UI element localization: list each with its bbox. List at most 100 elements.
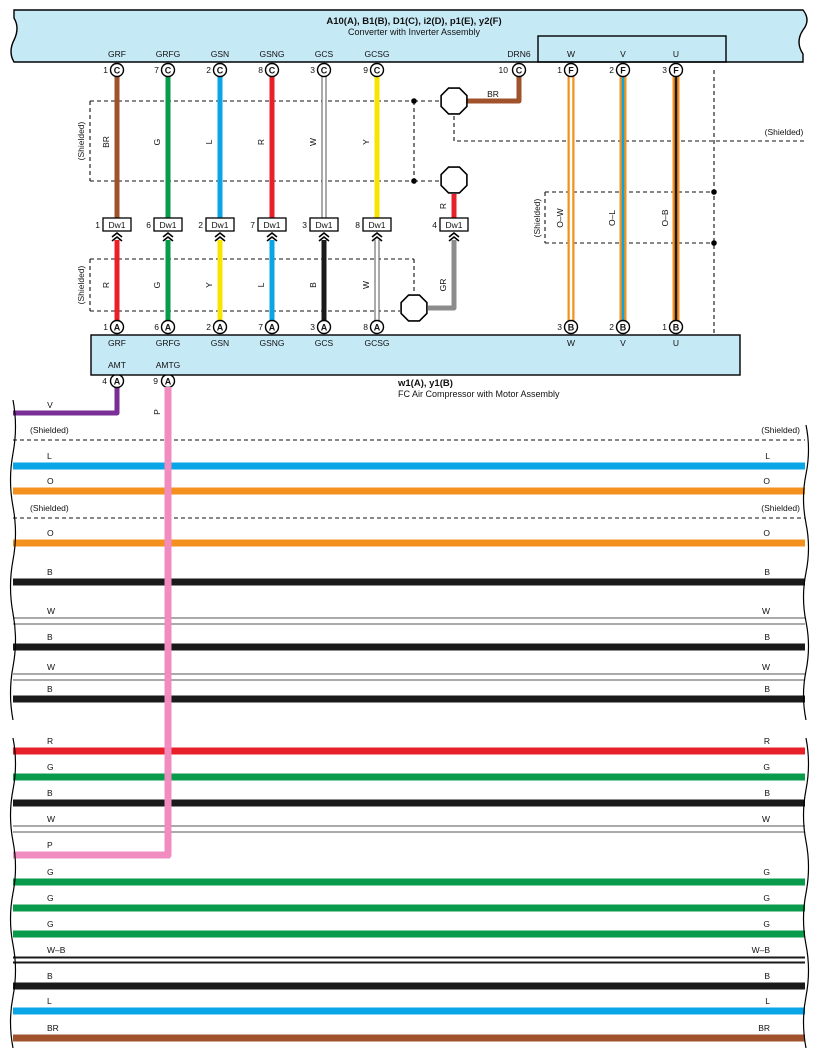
bus-label-left: (Shielded): [30, 503, 69, 513]
pin-circle: [316, 62, 332, 78]
compressor-name: FC Air Compressor with Motor Assembly: [398, 389, 560, 399]
pin-circle-letter: C: [114, 65, 121, 75]
bus-label-right: G: [763, 762, 770, 772]
bus-label-left: B: [47, 971, 53, 981]
pin-circle-letter: A: [374, 322, 381, 332]
pin-number: 2: [609, 65, 614, 75]
wire-color-label: V: [47, 400, 53, 410]
bus-label-left: G: [47, 919, 54, 929]
wire-color-label: R: [101, 282, 111, 288]
pin-circle-letter: C: [374, 65, 381, 75]
pin-circle: [563, 62, 579, 78]
chevron: [111, 231, 123, 238]
bottom-component-group: w1(A), y1(B)FC Air Compressor with Motor…: [90, 334, 741, 399]
bus-label-right: W: [762, 662, 770, 672]
terminal-label: GSN: [211, 338, 229, 348]
terminal-label: GRF: [108, 338, 126, 348]
pin-number: 8: [258, 65, 263, 75]
pin-circle: [369, 62, 385, 78]
compressor-box: [90, 334, 741, 376]
amt-wire: [13, 387, 120, 416]
bus-label-right: B: [764, 632, 770, 642]
ground-point: [440, 87, 468, 115]
pin-circle-letter: B: [568, 322, 575, 332]
pin-number: 8: [363, 322, 368, 332]
wire-color-label: Y: [361, 139, 371, 145]
break-mark-left: [9, 399, 17, 721]
drain-wire-lower: [428, 240, 457, 311]
terminal-label: GSN: [211, 49, 229, 59]
terminal-label: GRF: [108, 49, 126, 59]
amtg-wire: [13, 387, 172, 859]
shield-label: (Shielded): [532, 198, 542, 237]
chevron: [448, 235, 460, 242]
wire-color-label: O–L: [607, 210, 617, 226]
terminal-label: W: [567, 338, 575, 348]
pin-number: 3: [302, 220, 307, 230]
chevron: [371, 235, 383, 242]
pin-circle: [160, 319, 176, 335]
terminal-label: AMT: [108, 360, 126, 370]
pin-number: 3: [310, 322, 315, 332]
pin-number: 7: [250, 220, 255, 230]
terminal-label: U: [673, 49, 679, 59]
converter-box: [10, 9, 808, 63]
bus-label-right: O: [763, 476, 770, 486]
terminal-label: GCSG: [364, 49, 389, 59]
pin-number: 1: [103, 65, 108, 75]
bus-label-right: L: [765, 451, 770, 461]
pin-circle-letter: C: [217, 65, 224, 75]
bus-label-right: B: [764, 567, 770, 577]
bus-label-right: G: [763, 919, 770, 929]
pin-circle-letter: A: [165, 376, 172, 386]
power-connector-frame: [537, 35, 727, 63]
break-mark-left: [9, 737, 17, 1049]
chevron: [162, 235, 174, 242]
pin-circle: [668, 319, 684, 335]
junction-dot: [711, 240, 717, 246]
wire-color-label: B: [308, 282, 318, 288]
pin-circle-letter: A: [114, 376, 121, 386]
wire-color-label: G: [152, 282, 162, 289]
pin-number: 6: [154, 322, 159, 332]
bus-label-left: R: [47, 736, 53, 746]
pin-number: 9: [363, 65, 368, 75]
pin-circle-letter: A: [217, 322, 224, 332]
pin-circle: [109, 319, 125, 335]
bus-label-right: B: [764, 971, 770, 981]
bus-label-left: W: [47, 814, 55, 824]
pin-number: 6: [146, 220, 151, 230]
pin-circle: [316, 319, 332, 335]
pin-number: 3: [662, 65, 667, 75]
compressor-title: w1(A), y1(B): [397, 378, 453, 389]
bus-label-left: B: [47, 684, 53, 694]
pin-number: 3: [310, 65, 315, 75]
bus-label-left: (Shielded): [30, 425, 69, 435]
chevron: [266, 235, 278, 242]
break-mark-right: [802, 424, 810, 721]
chevron: [214, 231, 226, 238]
bus-label-left: W: [47, 662, 55, 672]
pin-circle: [615, 62, 631, 78]
pin-number: 1: [662, 322, 667, 332]
terminal-label: GRFG: [156, 338, 181, 348]
wire-color-label: W: [308, 138, 318, 146]
converter-name: Converter with Inverter Assembly: [348, 27, 481, 37]
chevron: [371, 231, 383, 238]
bus-label-right: B: [764, 788, 770, 798]
pin-circle-letter: A: [269, 322, 276, 332]
terminal-label: V: [620, 338, 626, 348]
ground-point: [440, 166, 468, 194]
bus-label-right: (Shielded): [761, 503, 800, 513]
bus-label-right: G: [763, 867, 770, 877]
pin-number: 1: [103, 322, 108, 332]
terminal-label: GCS: [315, 338, 334, 348]
bus-label-right: G: [763, 893, 770, 903]
bus-label-left: BR: [47, 1023, 59, 1033]
shield-label: (Shielded): [76, 121, 86, 160]
diagram-labels: (Shielded) (Shielded) (Shielded) (Shielded)…: [30, 49, 804, 1033]
junction-connector-box: [153, 217, 183, 232]
break-mark-right: [802, 737, 810, 1049]
chevron: [214, 235, 226, 242]
